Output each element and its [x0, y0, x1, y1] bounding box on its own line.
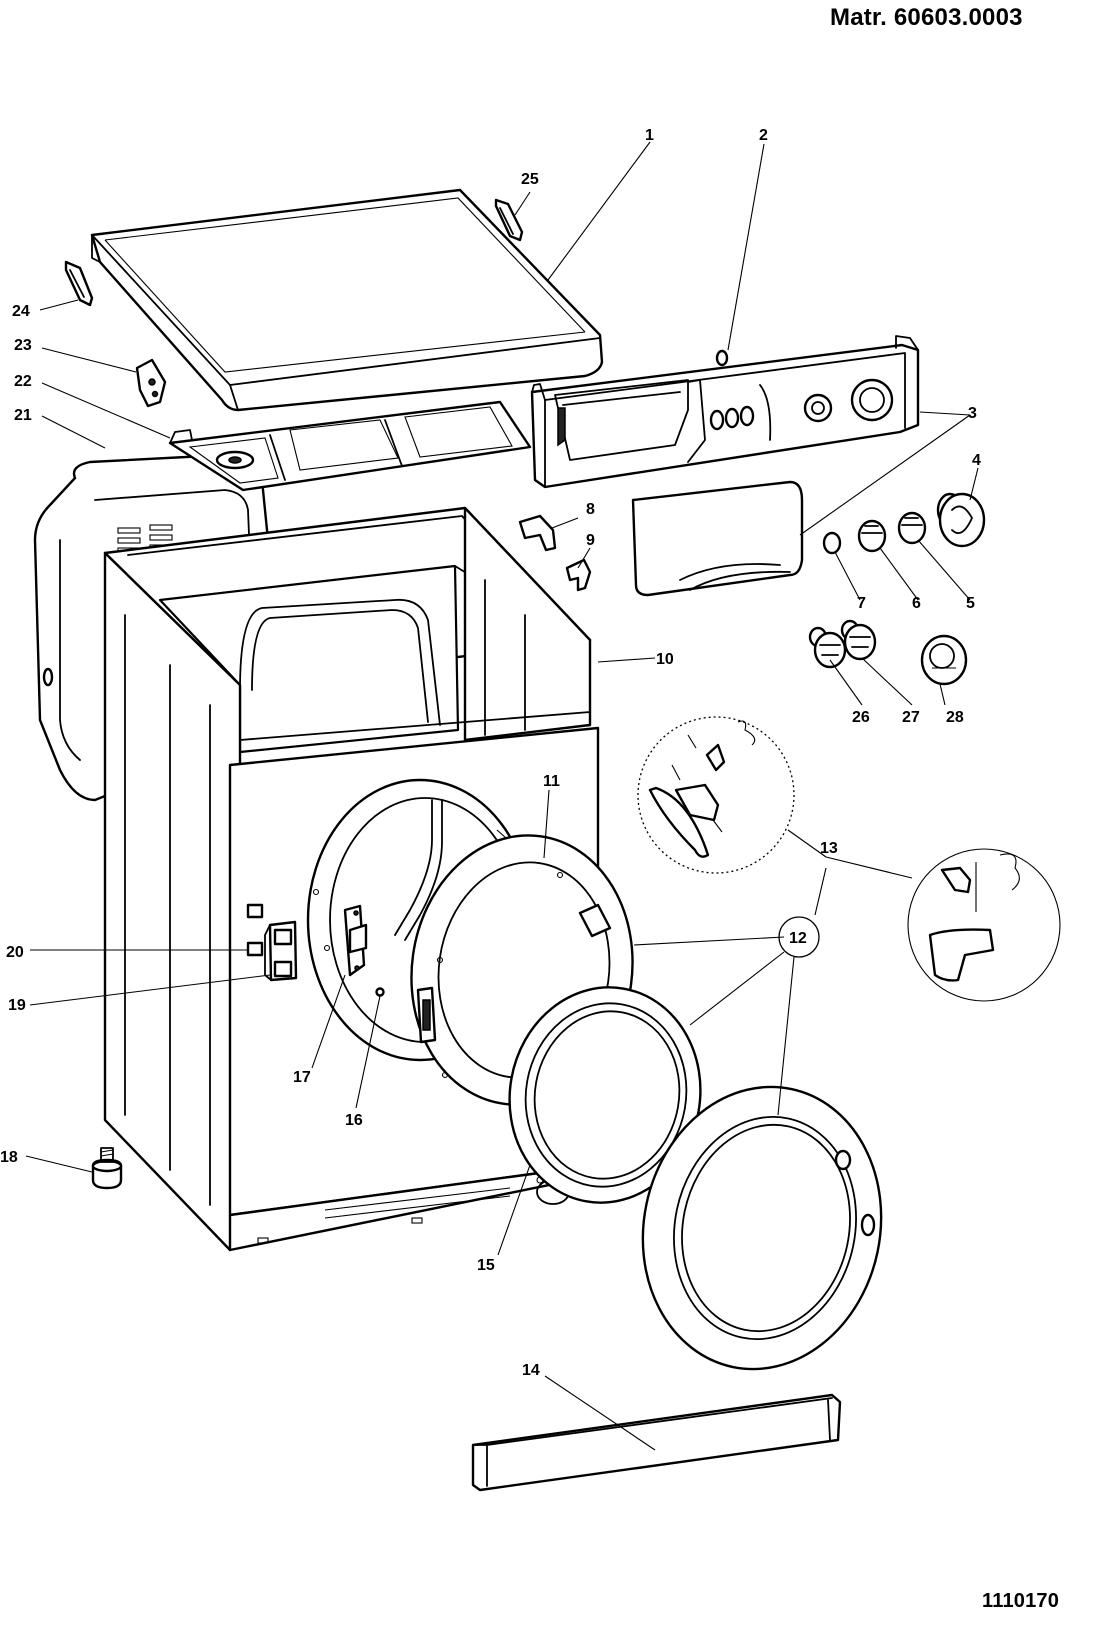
callout-12-circle — [778, 916, 820, 958]
part-2-indicator-light — [715, 349, 729, 367]
callout-10: 10 — [656, 651, 674, 668]
callout-labels: 1 2 3 4 5 6 7 8 9 10 11 12 13 14 15 16 1… — [0, 127, 981, 1379]
callout-3: 3 — [968, 405, 977, 422]
callout-18: 18 — [0, 1149, 18, 1166]
callout-22: 22 — [14, 373, 32, 390]
part-24-bracket — [64, 260, 94, 307]
part-7-knob — [822, 531, 842, 555]
part-13-detail-bubble-right — [907, 848, 1061, 1002]
callout-1: 1 — [645, 127, 654, 144]
callout-8: 8 — [586, 501, 595, 518]
callout-27: 27 — [902, 709, 920, 726]
part-13-detail-bubble-left — [637, 716, 795, 874]
part-1-top-cover — [90, 188, 604, 412]
callout-17: 17 — [293, 1069, 311, 1086]
leader-lines — [25, 141, 979, 1451]
callout-28: 28 — [946, 709, 964, 726]
callout-6: 6 — [912, 595, 921, 612]
part-12-door-frame-outer — [641, 1085, 883, 1371]
material-number: Matr. 60603.0003 — [830, 4, 1023, 31]
part-22-detergent-housing — [168, 400, 532, 492]
callout-19: 19 — [8, 997, 26, 1014]
callout-11: 11 — [543, 773, 560, 790]
callout-26: 26 — [852, 709, 870, 726]
callout-20: 20 — [6, 944, 24, 961]
part-14-plinth — [471, 1393, 842, 1492]
part-15-door-glass — [508, 986, 702, 1204]
part-4-knob — [936, 492, 986, 548]
part-3-control-panel — [530, 335, 920, 489]
part-27-knob — [840, 619, 877, 661]
part-3-drawer-front — [631, 480, 804, 597]
callout-16: 16 — [345, 1112, 363, 1129]
part-25-bracket — [494, 198, 524, 242]
part-17-door-lock — [343, 904, 368, 977]
callout-2: 2 — [759, 127, 768, 144]
callout-7: 7 — [857, 595, 866, 612]
part-18-foot — [91, 1147, 123, 1190]
part-6-knob — [857, 519, 887, 553]
part-28-knob — [920, 634, 968, 686]
callout-23: 23 — [14, 337, 32, 354]
callout-9: 9 — [586, 532, 595, 549]
callout-24: 24 — [12, 303, 30, 320]
part-23-clip — [135, 358, 167, 408]
callout-25: 25 — [521, 171, 539, 188]
callout-13: 13 — [820, 840, 838, 857]
callout-12: 12 — [789, 930, 807, 947]
part-26-knob — [808, 626, 847, 669]
part-9-bracket — [565, 558, 592, 592]
callout-14: 14 — [522, 1362, 540, 1379]
drawing-number: 1110170 — [982, 1590, 1060, 1612]
part-16-screw — [375, 987, 385, 997]
part-19-hinge — [264, 920, 298, 982]
callout-21: 21 — [14, 407, 32, 424]
part-5-knob — [897, 511, 927, 545]
part-8-bracket — [518, 514, 557, 552]
callout-5: 5 — [966, 595, 975, 612]
callout-4: 4 — [972, 452, 981, 469]
callout-15: 15 — [477, 1257, 495, 1274]
